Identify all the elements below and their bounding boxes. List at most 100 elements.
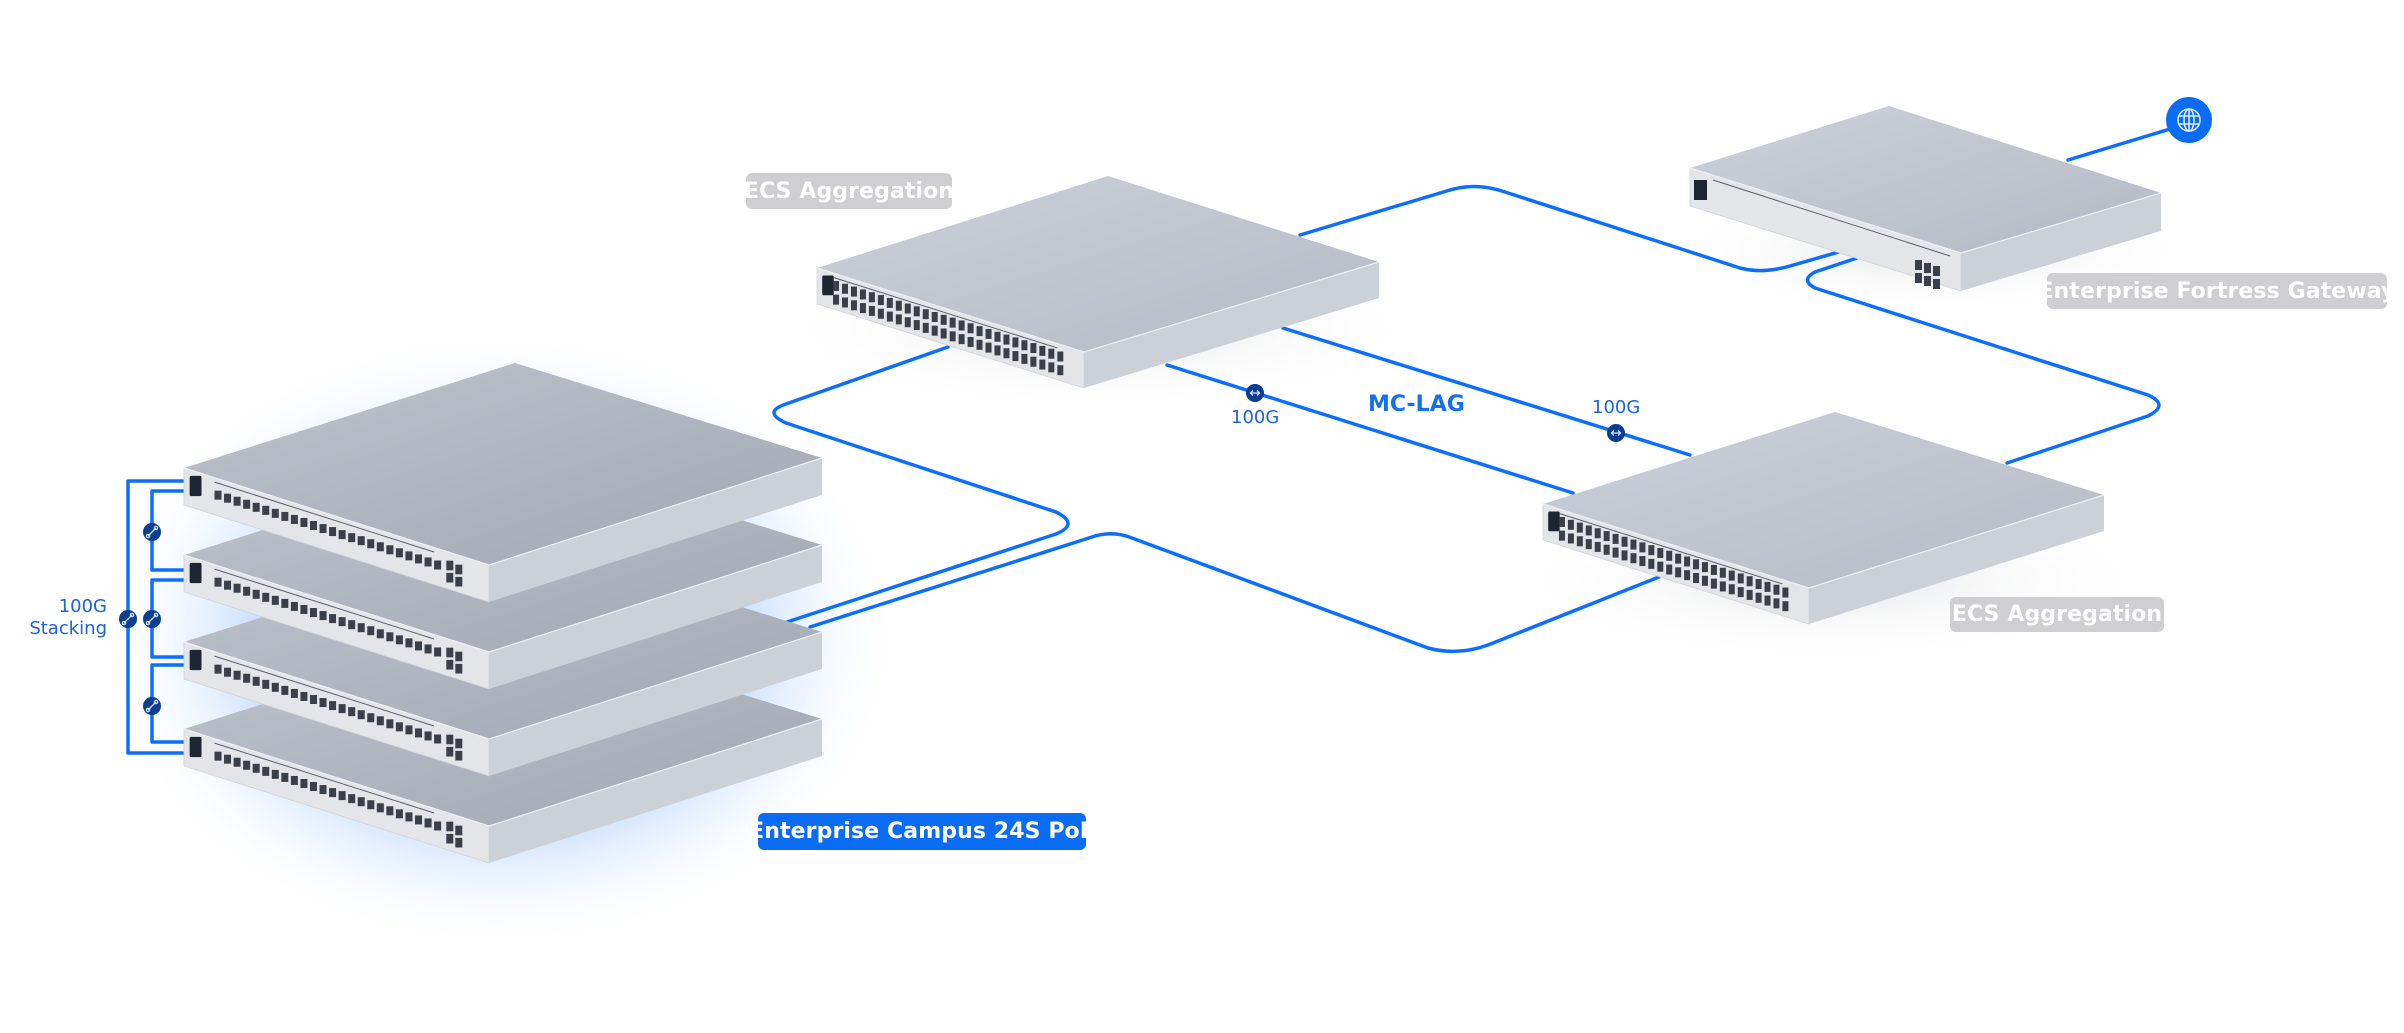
port — [348, 620, 356, 630]
port — [376, 716, 384, 726]
agg2-switch[interactable] — [1542, 412, 2105, 625]
port — [949, 331, 956, 342]
port — [1012, 337, 1019, 348]
port — [976, 326, 983, 337]
campus-switch-4-edge — [183, 718, 823, 827]
campus-switch-1[interactable] — [183, 363, 823, 603]
port — [1666, 564, 1673, 575]
port — [1657, 561, 1664, 572]
stacking-label: 100G Stacking — [29, 596, 107, 640]
campus-label[interactable]: Enterprise Campus 24S PoE — [749, 813, 1095, 850]
port — [1755, 592, 1762, 603]
campus-switch-1-top — [184, 363, 822, 565]
port — [1003, 334, 1010, 345]
port — [329, 701, 337, 711]
stacking-text: Stacking — [29, 618, 107, 639]
port — [1755, 579, 1762, 590]
port — [434, 647, 442, 657]
port — [262, 592, 270, 602]
port — [243, 760, 251, 770]
port — [338, 704, 346, 714]
port — [976, 339, 983, 350]
campus-switch-2-edge — [183, 544, 823, 653]
port — [833, 294, 840, 305]
port — [357, 623, 365, 633]
campus-switch-1-side — [489, 458, 822, 602]
stacking-speed: 100G — [58, 596, 107, 617]
port — [922, 309, 929, 320]
sfp-port — [455, 663, 463, 674]
sfp-port — [455, 651, 463, 662]
port — [357, 536, 365, 546]
port — [395, 809, 403, 819]
port — [338, 530, 346, 540]
sfp-port — [446, 647, 454, 658]
gateway-device[interactable] — [1689, 106, 2162, 292]
port — [877, 308, 884, 319]
port — [850, 286, 857, 297]
port — [886, 311, 893, 322]
port — [329, 614, 337, 624]
port — [1039, 359, 1046, 370]
port — [940, 328, 947, 339]
port — [1746, 589, 1753, 600]
mclag-link-2-speed: 100G — [1592, 397, 1641, 418]
sfp-port — [446, 572, 454, 583]
agg1-switch[interactable] — [816, 176, 1380, 389]
port — [214, 751, 222, 761]
cable-agg1-campus — [772, 345, 1070, 624]
arrows-horizontal-icon — [1249, 390, 1261, 396]
port — [233, 496, 241, 506]
port — [1594, 528, 1601, 539]
port — [1782, 587, 1789, 598]
gateway-port — [1915, 260, 1922, 270]
port — [1603, 544, 1610, 555]
agg2-switch-edge — [1542, 494, 2105, 589]
port — [1737, 573, 1744, 584]
link-icon — [145, 525, 159, 539]
port — [281, 511, 289, 521]
port — [300, 778, 308, 788]
port — [1621, 536, 1628, 547]
port — [1782, 601, 1789, 612]
gateway-label: Enterprise Fortress Gateway — [2039, 273, 2395, 309]
port — [967, 336, 974, 347]
gateway-port — [1915, 273, 1922, 283]
port — [357, 797, 365, 807]
stack-badge-2-3 — [143, 610, 161, 628]
agg1-switch-console — [822, 275, 834, 296]
port — [224, 580, 232, 590]
mclag-label: MC-LAG — [1368, 392, 1465, 417]
port — [262, 766, 270, 776]
campus-switch-1-vent-line — [214, 481, 435, 553]
port — [994, 331, 1001, 342]
port — [868, 292, 875, 303]
port — [913, 320, 920, 331]
port — [395, 635, 403, 645]
port — [300, 604, 308, 614]
port — [886, 297, 893, 308]
gateway-device-side — [1961, 193, 2161, 291]
port — [348, 707, 356, 717]
port — [357, 710, 365, 720]
port — [214, 664, 222, 674]
port — [904, 303, 911, 314]
cable-gateway-agg2 — [1805, 256, 2161, 465]
port — [271, 595, 279, 605]
gateway-device-edge — [1689, 167, 2162, 254]
campus-switch-1-edge — [183, 457, 823, 566]
stack-badge-outer — [119, 610, 137, 628]
port — [271, 682, 279, 692]
port — [329, 788, 337, 798]
port — [224, 667, 232, 677]
internet-node[interactable] — [2166, 97, 2212, 143]
port — [338, 617, 346, 627]
agg1-switch-side — [1084, 262, 1379, 388]
link-icon — [121, 612, 135, 626]
port — [1728, 584, 1735, 595]
port — [309, 782, 317, 792]
cable-gateway-internet — [2066, 124, 2182, 162]
port — [376, 629, 384, 639]
